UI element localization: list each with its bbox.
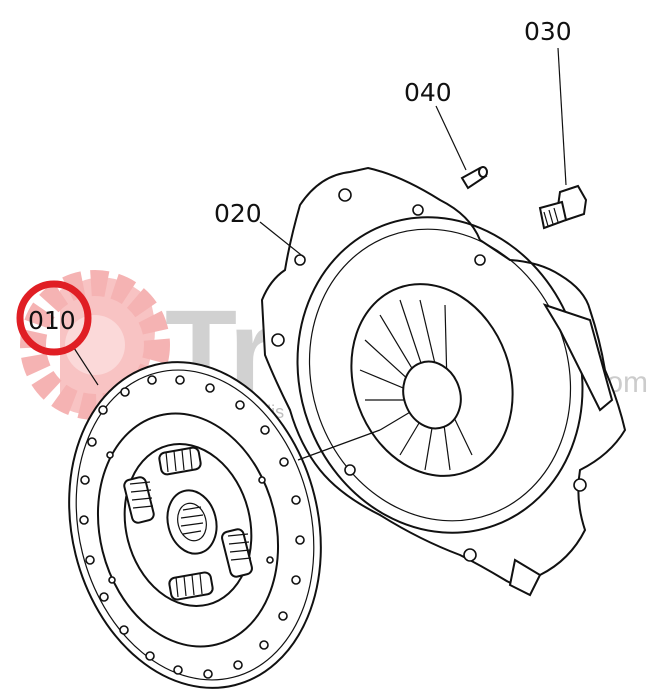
dowel-pin-040	[460, 166, 488, 190]
clutch-disc-010	[68, 361, 322, 689]
disc-rivet-holes	[79, 375, 305, 679]
pressure-plate-020	[260, 166, 627, 597]
callout-030-label: 030	[524, 17, 572, 46]
damper-springs	[123, 446, 253, 601]
callout-020[interactable]: 020	[214, 199, 262, 228]
callout-030[interactable]: 030	[524, 17, 572, 46]
callout-010-highlight-ring	[16, 280, 92, 356]
leader-lines	[73, 47, 567, 461]
bolt-030	[538, 184, 588, 230]
callout-020-label: 020	[214, 199, 262, 228]
callout-040[interactable]: 040	[404, 78, 452, 107]
callout-010-label: 010	[28, 306, 76, 335]
callout-010[interactable]: 010	[16, 280, 92, 356]
callout-040-label: 040	[404, 78, 452, 107]
